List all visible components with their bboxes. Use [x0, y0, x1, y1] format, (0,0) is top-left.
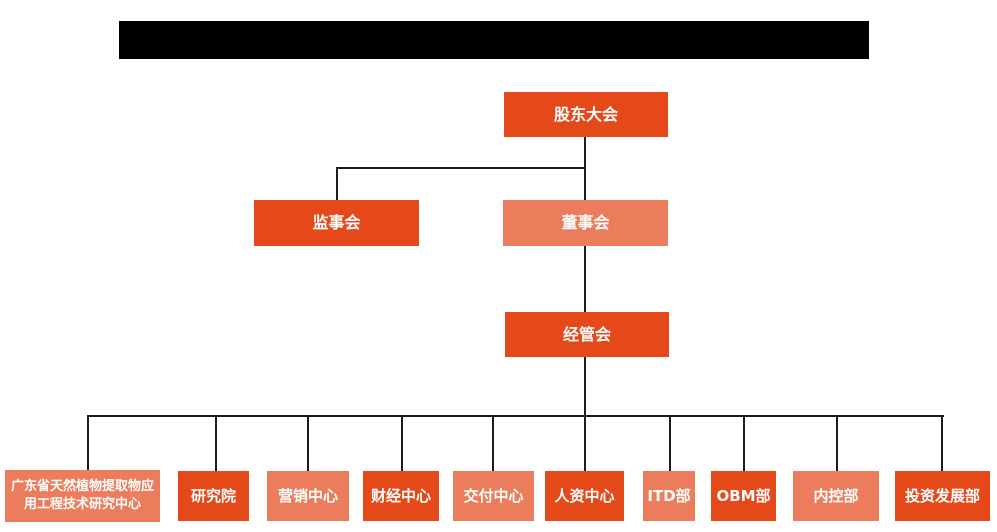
node-dept-marketing-center: 营销中心 [267, 471, 349, 521]
node-label: 经管会 [562, 324, 611, 344]
connector-dept-drop [743, 415, 745, 471]
node-dept-delivery-center: 交付中心 [453, 471, 534, 521]
node-label: 财经中心 [370, 487, 431, 505]
node-dept-research-institute: 研究院 [178, 471, 249, 521]
connector-dept-drop [401, 415, 403, 471]
node-management-committee: 经管会 [505, 312, 669, 357]
connector-branch-horizontal [336, 167, 586, 169]
node-dept-investment-development: 投资发展部 [895, 471, 990, 521]
node-label: 研究院 [190, 487, 236, 505]
node-label: 营销中心 [277, 487, 338, 505]
node-label: 广东省天然植物提取物应 用工程技术研究中心 [10, 478, 154, 512]
connector-dept-drop [669, 415, 671, 471]
node-dept-internal-control: 内控部 [793, 471, 879, 521]
connector-dept-drop [941, 415, 943, 471]
title-redacted-bar [119, 21, 869, 59]
node-dept-hr-center: 人资中心 [545, 471, 624, 521]
node-dept-obm: OBM部 [711, 471, 776, 521]
node-label: 董事会 [561, 213, 610, 233]
node-dept-itd: ITD部 [643, 471, 695, 521]
node-label: 监事会 [312, 213, 361, 233]
node-shareholders-meeting: 股东大会 [504, 92, 668, 137]
connector-management-stem [584, 357, 586, 416]
node-label: 股东大会 [553, 104, 618, 124]
connector-dept-drop [307, 415, 309, 471]
connector-dept-drop [87, 415, 89, 471]
node-label: ITD部 [647, 487, 691, 505]
connector-dept-drop [836, 415, 838, 471]
connector-dept-drop [584, 415, 586, 471]
node-label: 交付中心 [463, 487, 524, 505]
node-dept-research-center: 广东省天然植物提取物应 用工程技术研究中心 [5, 470, 160, 522]
connector-dept-drop [492, 415, 494, 471]
node-supervisory-board: 监事会 [254, 200, 419, 246]
node-dept-finance-center: 财经中心 [363, 471, 439, 521]
connector-distribution-horizontal [87, 415, 944, 417]
connector-shareholders-stem [584, 137, 586, 201]
connector-supervisory-drop [336, 167, 338, 201]
node-label: 投资发展部 [904, 487, 980, 505]
node-board-of-directors: 董事会 [503, 200, 668, 246]
connector-dept-drop [215, 415, 217, 471]
connector-board-management [584, 246, 586, 313]
node-label: 内控部 [813, 487, 859, 505]
node-label: OBM部 [716, 487, 771, 505]
node-label: 人资中心 [554, 487, 615, 505]
